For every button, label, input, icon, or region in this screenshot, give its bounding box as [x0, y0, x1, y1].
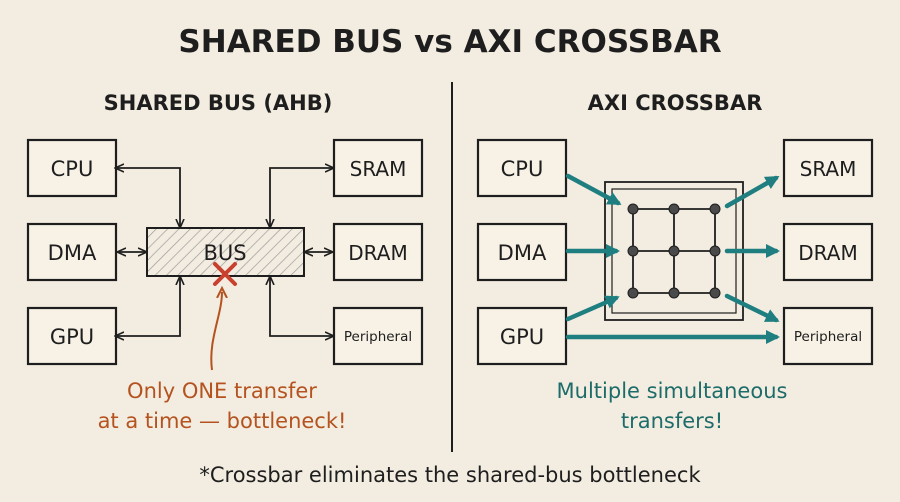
- crossbar-peripheral-arrow: [724, 293, 780, 323]
- left-master-label-gpu: GPU: [50, 325, 94, 349]
- footnote: *Crossbar eliminates the shared-bus bott…: [199, 463, 701, 487]
- page-title: SHARED BUS vs AXI CROSSBAR: [178, 24, 721, 60]
- axi-crossbar-section: AXI CROSSBAR CPU DMA GPU SRAM DRAM Perip…: [476, 91, 874, 433]
- right-master-label-cpu: CPU: [501, 157, 544, 181]
- bus-sram-connector: [270, 168, 333, 227]
- right-master-box-cpu: [476, 138, 568, 198]
- cpu-crossbar-arrow: [565, 173, 622, 206]
- shared-bus-section: SHARED BUS (AHB) CPU DMA GPU SRAM DRAM P…: [26, 91, 424, 433]
- left-slave-box-dram: [332, 222, 424, 282]
- gpu-crossbar-arrow: [565, 295, 620, 322]
- gpu-bus-connector: [116, 277, 180, 336]
- bottleneck-note-line2: at a time — bottleneck!: [98, 409, 347, 433]
- right-slave-label-sram: SRAM: [800, 157, 857, 181]
- shared-bus-label: BUS: [203, 241, 246, 265]
- right-master-label-gpu: GPU: [500, 325, 544, 349]
- bus-peripheral-connector: [270, 277, 333, 336]
- bottleneck-note-line1: Only ONE transfer: [127, 379, 317, 403]
- left-slave-label-dram: DRAM: [348, 241, 407, 265]
- simultaneous-note-line2: transfers!: [621, 409, 723, 433]
- bottleneck-pointer-arrow: [210, 292, 222, 371]
- right-slave-box-dram: [782, 222, 874, 282]
- crossbar-switch-nodes: [627, 203, 721, 299]
- right-slave-label-peripheral: Peripheral: [794, 329, 862, 345]
- right-slave-box-peripheral: [782, 306, 874, 366]
- simultaneous-note-line1: Multiple simultaneous: [557, 379, 788, 403]
- left-slave-box-sram: [332, 138, 424, 198]
- contention-x-icon: [213, 262, 237, 286]
- crossbar-sram-arrow: [724, 175, 780, 209]
- left-master-box-gpu: [26, 306, 118, 366]
- axi-crossbar-heading: AXI CROSSBAR: [588, 91, 763, 115]
- shared-bus-heading: SHARED BUS (AHB): [104, 91, 333, 115]
- left-slave-box-peripheral: [332, 306, 424, 366]
- right-slave-label-dram: DRAM: [798, 241, 857, 265]
- right-master-label-dma: DMA: [498, 241, 547, 265]
- right-master-box-dma: [476, 222, 568, 282]
- left-master-label-dma: DMA: [48, 241, 97, 265]
- crossbar-transfer-arrows: [565, 173, 780, 344]
- left-master-box-dma: [26, 222, 118, 282]
- right-slave-box-sram: [782, 138, 874, 198]
- left-master-label-cpu: CPU: [51, 157, 94, 181]
- cpu-bus-connector: [116, 168, 180, 227]
- left-slave-label-peripheral: Peripheral: [344, 329, 412, 345]
- left-slave-label-sram: SRAM: [350, 157, 407, 181]
